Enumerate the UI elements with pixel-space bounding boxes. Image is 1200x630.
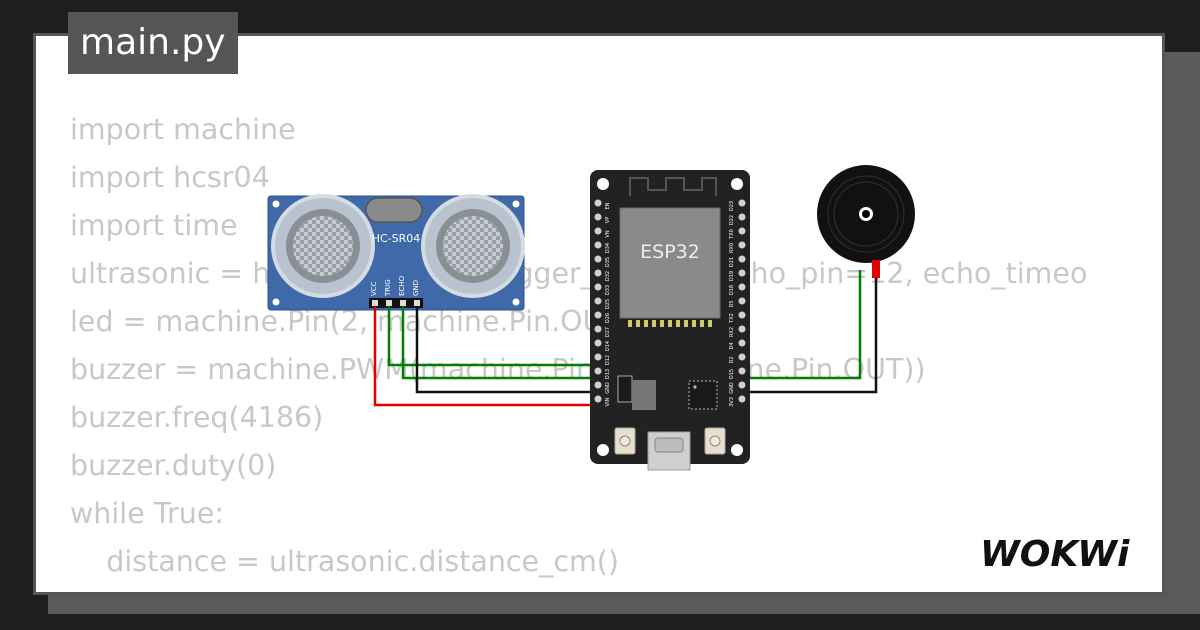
pin-label-vcc: VCC xyxy=(370,281,378,296)
svg-text:RX2: RX2 xyxy=(729,327,735,337)
code-line: import time xyxy=(70,209,238,242)
svg-text:D34: D34 xyxy=(605,243,611,253)
sensor-label: HC-SR04 xyxy=(372,232,421,245)
code-line: import machine xyxy=(70,113,296,146)
code-line: buzzer.freq(4186) xyxy=(70,401,324,434)
button-boot[interactable] xyxy=(614,427,636,455)
svg-text:VIN: VIN xyxy=(605,397,611,406)
svg-text:D23: D23 xyxy=(729,201,735,211)
svg-text:D32: D32 xyxy=(605,271,611,281)
usb-port-icon xyxy=(647,431,691,471)
svg-text:TX0: TX0 xyxy=(729,229,735,240)
svg-text:D14: D14 xyxy=(605,341,611,351)
esp32-pin-labels-right: D23 D22 TX0 RX0 D21 D19 D18 D5 TX2 RX2 D… xyxy=(729,201,735,407)
svg-text:D12: D12 xyxy=(605,355,611,365)
ultrasonic-sensor[interactable]: HC-SR04 VCC TRIG ECHO GND xyxy=(267,194,525,311)
svg-text:D35: D35 xyxy=(605,257,611,267)
code-line: distance = ultrasonic.distance_cm() xyxy=(70,545,620,578)
svg-text:D27: D27 xyxy=(605,327,611,337)
logo-text: WOKWi xyxy=(980,534,1130,575)
pin-label-echo: ECHO xyxy=(398,275,406,296)
svg-text:D4: D4 xyxy=(729,342,735,349)
button-reset[interactable] xyxy=(704,427,726,455)
code-line: import hcsr04 xyxy=(70,161,270,194)
svg-text:D18: D18 xyxy=(729,285,735,295)
file-tab[interactable]: main.py xyxy=(68,12,238,74)
pin-label-gnd: GND xyxy=(412,280,420,296)
buzzer[interactable] xyxy=(817,165,915,278)
svg-text:D19: D19 xyxy=(729,271,735,281)
code-line: buzzer.duty(0) xyxy=(70,449,277,482)
svg-text:D5: D5 xyxy=(729,300,735,307)
svg-text:3V3: 3V3 xyxy=(729,397,735,407)
chip-icon xyxy=(688,380,718,410)
svg-text:TX2: TX2 xyxy=(729,313,735,324)
svg-text:D15: D15 xyxy=(729,369,735,379)
pin-label-trig: TRIG xyxy=(384,279,392,297)
svg-text:D33: D33 xyxy=(605,285,611,295)
svg-text:D13: D13 xyxy=(605,369,611,379)
svg-text:EN: EN xyxy=(605,202,611,209)
transducer-left xyxy=(271,194,375,298)
svg-text:D21: D21 xyxy=(729,257,735,267)
esp32-pins-right xyxy=(738,199,746,403)
board-label: ESP32 xyxy=(640,241,700,263)
svg-text:GND: GND xyxy=(605,382,611,394)
svg-text:GND: GND xyxy=(729,382,735,394)
svg-text:VP: VP xyxy=(605,217,611,223)
code-line: while True: xyxy=(70,497,224,530)
transducer-right xyxy=(421,194,525,298)
wires xyxy=(373,270,878,407)
svg-text:D26: D26 xyxy=(605,313,611,323)
svg-text:D25: D25 xyxy=(605,299,611,309)
esp32-pin-labels-left: EN VP VN D34 D35 D32 D33 D25 D26 D27 D14… xyxy=(605,202,611,406)
svg-text:VN: VN xyxy=(605,230,611,237)
svg-text:D22: D22 xyxy=(729,215,735,225)
svg-text:D2: D2 xyxy=(729,356,735,363)
wokwi-logo: WOKWi xyxy=(980,534,1130,575)
esp32-board[interactable]: ESP32 EN VP VN D34 D35 D32 D33 D25 D26 D… xyxy=(590,170,750,471)
esp32-pins-left xyxy=(594,199,602,403)
svg-text:RX0: RX0 xyxy=(729,243,735,253)
